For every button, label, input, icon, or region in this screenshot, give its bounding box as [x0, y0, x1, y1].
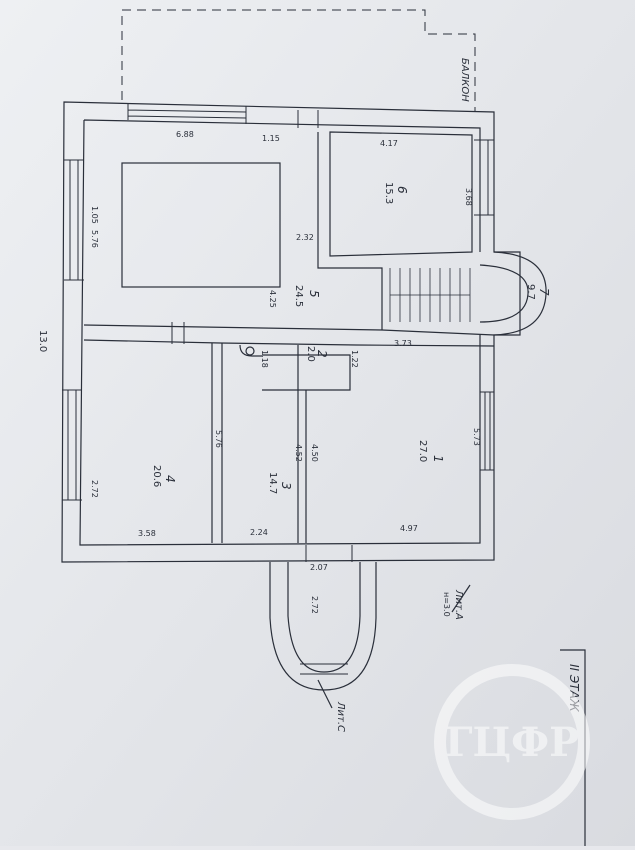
dim-417: 4.17 [380, 139, 398, 148]
room-5-partition [317, 132, 383, 330]
dim-272b: 2.72 [310, 596, 319, 614]
room-4-area: 20.6 [151, 465, 162, 487]
dim-573: 5.73 [472, 428, 481, 446]
room-6-id: 6 [395, 186, 409, 194]
corridor-wall-top [83, 324, 495, 336]
outer-wall [61, 101, 521, 563]
room-3-id: 3 [279, 482, 293, 490]
labels: БАЛКОН 13.0 6 15.3 5 24.5 7 9.7 2 2.0 1 … [37, 58, 581, 732]
dim-497: 4.97 [400, 524, 418, 533]
dim-425: 4.25 [268, 290, 277, 308]
watermark-ring [434, 664, 590, 820]
dim-576b: 5.76 [214, 430, 223, 448]
room-5-area: 24.5 [293, 285, 304, 307]
dim-452: 4.52 [294, 444, 303, 462]
stair-height: н=3.0 [442, 592, 451, 617]
room-2-walls [262, 354, 351, 391]
room-7-area: 9.7 [525, 284, 536, 300]
bay-outer [269, 562, 377, 691]
fixture-icon [245, 346, 255, 356]
stair-outer-arc [493, 251, 547, 336]
lit-callout-line [317, 679, 333, 709]
stair-inner-arc [479, 264, 529, 323]
balcony-outline [121, 9, 476, 112]
title-frame [560, 649, 586, 846]
dim-207: 2.07 [310, 563, 328, 572]
dim-450: 4.50 [310, 444, 319, 462]
dim-118: 1.18 [260, 350, 269, 368]
stair-label: Лит.А [453, 589, 464, 620]
stair-steps [389, 268, 471, 322]
dim-122: 1.22 [350, 350, 359, 368]
room-1-id: 1 [431, 455, 445, 463]
dim-115: 1.15 [262, 134, 280, 143]
watermark-letters: ГЦФР [445, 719, 579, 766]
dim-224: 2.24 [250, 528, 268, 537]
dim-373: 3.73 [394, 339, 412, 348]
dim-358: 3.58 [138, 529, 156, 538]
sink-icon [239, 344, 262, 357]
stair-void [121, 162, 281, 288]
dim-368: 3.68 [464, 188, 473, 206]
corridor-wall-bottom [83, 339, 495, 347]
room-7-id: 7 [537, 288, 551, 296]
room-6-area: 15.3 [383, 182, 394, 204]
balcony-label: БАЛКОН [459, 58, 470, 102]
room-4-id: 4 [163, 475, 177, 483]
watermark-logo: ГЦФР [434, 664, 590, 820]
room-5-id: 5 [307, 290, 321, 298]
dim-576a: 5.76 [90, 230, 99, 248]
room-3-area: 14.7 [267, 472, 278, 494]
room-1-area: 27.0 [417, 440, 428, 462]
room-2-id: 2 [315, 350, 329, 358]
stair-callout-line [451, 584, 471, 613]
room-6-walls [329, 131, 473, 257]
dim-232: 2.32 [296, 233, 314, 242]
bay-inner [287, 562, 361, 673]
room-2-area: 2.0 [305, 346, 316, 362]
dim-272: 2.72 [90, 480, 99, 498]
lit-label: Лит.С [335, 701, 346, 732]
dim-105: 1.05 [90, 206, 99, 224]
dim-688: 6.88 [176, 130, 194, 139]
windows [62, 104, 494, 675]
outer-length-label: 13.0 [37, 330, 48, 352]
